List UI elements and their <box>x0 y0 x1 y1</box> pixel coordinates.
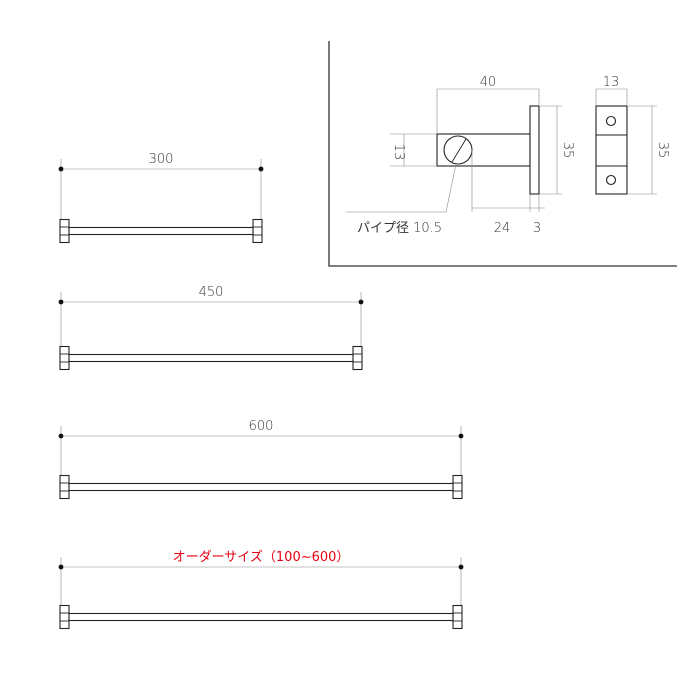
dimension-dot-left <box>58 299 64 305</box>
dim-front-height: 35 <box>627 105 670 195</box>
end-bracket-left <box>59 345 70 371</box>
pipe <box>68 353 354 363</box>
dim-label-35-plate: 35 <box>560 142 575 159</box>
pipe-diameter-label: パイプ径 10.5 <box>357 221 442 236</box>
screw-hole-bottom <box>605 174 617 186</box>
screw-hole-top <box>605 115 617 127</box>
dim-label-13-left: 13 <box>391 144 406 161</box>
pipe-leader: パイプ径 10.5 <box>346 163 457 236</box>
end-bracket-left <box>59 604 70 630</box>
dim-label-35-front: 35 <box>655 142 670 159</box>
dim-label-3: 3 <box>533 221 541 236</box>
pipe <box>68 482 454 492</box>
end-bracket-left <box>59 474 70 500</box>
bar-variant-2: 450 <box>58 285 364 371</box>
bar-length-label: 300 <box>149 152 174 167</box>
bar-length-label: 600 <box>249 419 274 434</box>
bar-variant-4: オーダーサイズ（100~600） <box>58 549 464 630</box>
dim-label-24: 24 <box>494 221 511 236</box>
dim-stem: 24 3 <box>471 150 545 236</box>
pipe-circle <box>443 135 473 165</box>
end-bracket-right <box>452 474 463 500</box>
dim-label-40: 40 <box>480 75 497 90</box>
end-bracket-right <box>252 218 263 244</box>
dimension-dot-left <box>58 433 64 439</box>
dim-plate-height: 35 <box>539 105 575 195</box>
pipe <box>68 226 254 236</box>
dim-bracket-height: 13 <box>390 133 437 167</box>
dim-label-13-front: 13 <box>603 75 620 90</box>
bracket-side-view <box>436 105 540 195</box>
dimension-dot-right <box>458 433 464 439</box>
bar-length-label: オーダーサイズ（100~600） <box>173 549 350 565</box>
pipe-hatch <box>451 138 467 163</box>
bar-variant-1: 300 <box>58 152 264 244</box>
detail-panel: 40 13 35 24 3 パイプ径 10.5 <box>328 41 677 267</box>
end-bracket-right <box>452 604 463 630</box>
bar-length-label: 450 <box>199 285 224 300</box>
dimension-dot-left <box>58 166 64 172</box>
dimension-dot-right <box>458 564 464 570</box>
dimension-dot-right <box>358 299 364 305</box>
end-bracket-left <box>59 218 70 244</box>
plate-front-view <box>595 105 628 195</box>
mount-plate <box>529 105 540 195</box>
pipe <box>68 612 454 622</box>
detail-frame <box>328 41 677 267</box>
bar-variant-3: 600 <box>58 419 464 500</box>
dim-front-width: 13 <box>595 75 628 106</box>
towel-bar-variants: 300 450 600 オーダーサイズ（100~600） <box>58 152 464 630</box>
dim-bracket-length: 40 <box>436 75 540 134</box>
dimension-dot-left <box>58 564 64 570</box>
end-bracket-right <box>352 345 363 371</box>
dimension-dot-right <box>258 166 264 172</box>
